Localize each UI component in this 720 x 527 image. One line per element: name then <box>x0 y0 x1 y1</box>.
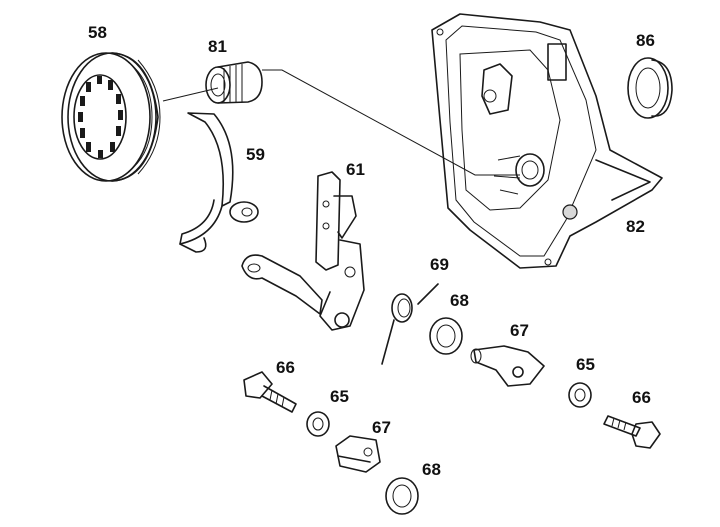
callout-69: 69 <box>430 255 449 274</box>
callout-68-lower: 68 <box>422 460 441 479</box>
callout-67-upper: 67 <box>510 321 529 340</box>
part-81-needle-bearing <box>205 61 263 104</box>
callout-labels: 58 81 86 59 61 82 69 68 67 66 65 65 66 6… <box>88 23 655 479</box>
callout-59: 59 <box>246 145 265 164</box>
callout-67-lower: 67 <box>372 418 391 437</box>
callout-66-left: 66 <box>276 358 295 377</box>
part-66-bolt-right <box>603 415 661 449</box>
callout-82: 82 <box>626 217 645 236</box>
part-59-shift-fork <box>179 112 259 253</box>
part-86-seal <box>627 57 673 119</box>
callout-66-right: 66 <box>632 388 651 407</box>
part-66-bolt-left <box>243 371 297 413</box>
part-68-washer-upper <box>429 317 463 355</box>
callout-81: 81 <box>208 37 227 56</box>
part-67-shaft-lower <box>335 435 381 473</box>
part-68-washer-lower <box>385 477 419 515</box>
callout-68-upper: 68 <box>450 291 469 310</box>
part-65-washer-right <box>568 382 592 408</box>
part-65-washer-left <box>306 411 330 437</box>
part-58-sync-sleeve <box>61 52 161 182</box>
callout-61: 61 <box>346 160 365 179</box>
part-69-spring <box>381 283 439 365</box>
alignment-lines <box>162 69 520 176</box>
callout-86: 86 <box>636 31 655 50</box>
callout-58: 58 <box>88 23 107 42</box>
part-82-transmission-housing <box>431 13 663 269</box>
part-67-shaft-upper <box>470 345 545 387</box>
callout-65-right: 65 <box>576 355 595 374</box>
callout-65-left: 65 <box>330 387 349 406</box>
part-61-shift-lever <box>241 171 365 331</box>
